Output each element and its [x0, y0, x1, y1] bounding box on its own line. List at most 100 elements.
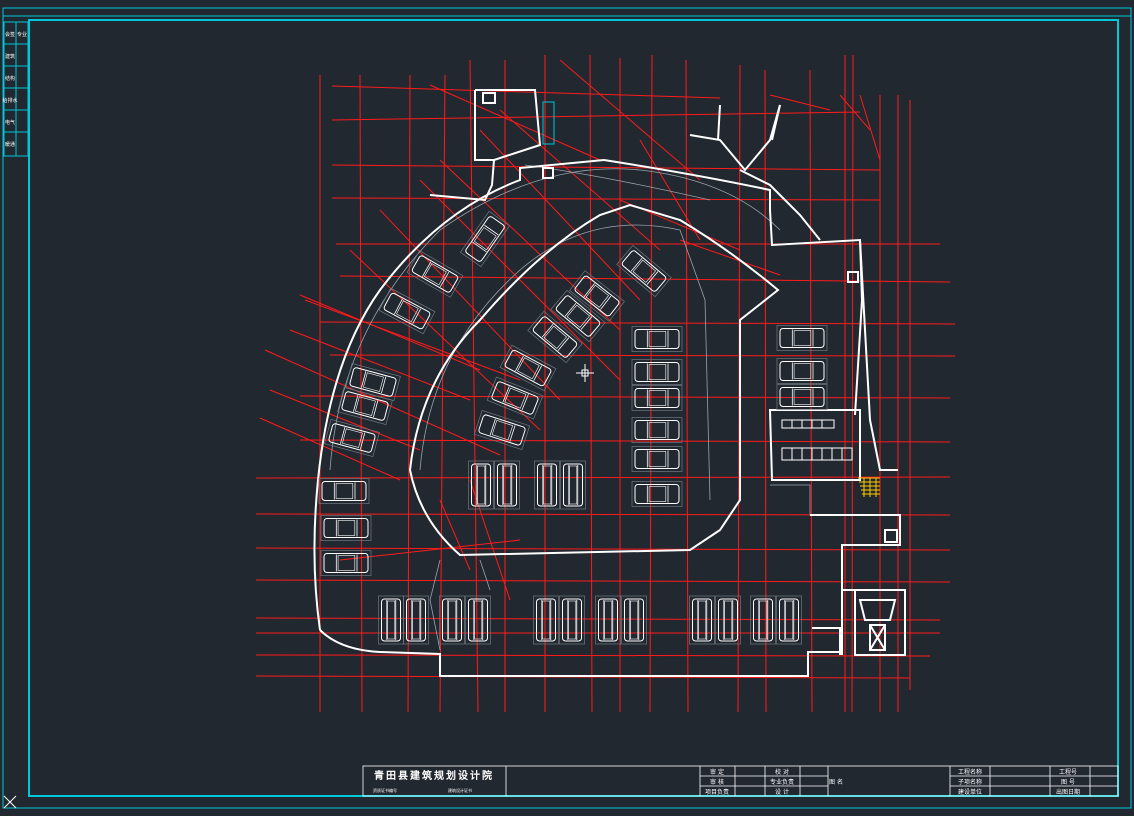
axis-line — [331, 197, 881, 201]
cell-proj-lead: 项目负责 — [705, 788, 729, 796]
axis-line — [851, 54, 854, 713]
parking-car — [337, 387, 393, 425]
axis-line — [559, 59, 701, 181]
parking-car — [459, 210, 511, 268]
parking-car — [320, 550, 372, 576]
stair-hatch — [858, 477, 880, 497]
axis-line — [289, 329, 471, 401]
cell-proj-name: 工程名称 — [958, 768, 982, 776]
axis-line — [255, 579, 951, 583]
sidebar-label-6: 暖通 — [5, 141, 15, 148]
parking-spaces — [318, 210, 828, 645]
parking-car — [533, 595, 559, 645]
axis-line — [379, 209, 561, 401]
axis-line — [259, 417, 401, 481]
cell-approve: 审 定 — [710, 768, 724, 776]
walls — [313, 89, 906, 677]
parking-car — [378, 595, 404, 645]
parking-car — [318, 478, 370, 504]
cell-unit: 建设单位 — [958, 788, 982, 796]
parking-car — [378, 287, 436, 335]
axis-line — [359, 74, 363, 713]
axis-line — [331, 111, 861, 121]
axis-line — [679, 239, 781, 276]
sidebar-label-5: 电气 — [5, 119, 15, 126]
axis-line — [339, 539, 521, 561]
thin-outlines — [329, 164, 900, 651]
sidebar-label-0: 会签 — [5, 31, 15, 38]
sidebar-label-3: 结构 — [5, 75, 15, 82]
axis-line — [639, 139, 701, 241]
axis-line — [349, 249, 541, 431]
cell-sub-name: 子项名称 — [958, 778, 982, 786]
cell-review: 审 核 — [710, 778, 724, 786]
axis-line — [407, 74, 411, 713]
axis-line — [329, 354, 956, 357]
crosshair-cursor — [576, 364, 594, 382]
cell-drawing-no: 图 号 — [1061, 779, 1075, 786]
axis-line — [769, 94, 831, 111]
parking-car — [569, 270, 625, 322]
parking-car — [406, 250, 464, 298]
axis-line — [439, 159, 621, 331]
parking-car — [559, 595, 585, 645]
axis-line — [255, 476, 951, 479]
axis-line — [469, 59, 479, 713]
parking-car — [486, 376, 544, 420]
axis-line — [331, 164, 881, 171]
parking-car — [403, 595, 429, 645]
axis-line — [859, 94, 881, 161]
axis-line — [419, 179, 621, 381]
sidebar-label-2: 建筑 — [5, 53, 15, 60]
axis-line — [685, 59, 689, 713]
parking-car — [560, 460, 586, 510]
cell-check: 校 对 — [775, 768, 789, 776]
parking-car — [439, 595, 465, 645]
sidebar-label-4: 给排水 — [2, 97, 17, 104]
parking-car — [527, 310, 583, 364]
parking-car — [776, 358, 828, 384]
parking-car — [715, 595, 741, 645]
parking-car — [776, 595, 802, 645]
axis-line — [264, 349, 501, 456]
shaft-box — [542, 101, 555, 145]
axis-line — [255, 654, 931, 657]
parking-car — [631, 417, 683, 443]
parking-car — [631, 326, 683, 352]
service-rooms — [781, 419, 853, 461]
parking-car — [468, 460, 494, 510]
parking-car — [776, 384, 828, 410]
inner-frame — [28, 19, 1119, 797]
parking-car — [689, 595, 715, 645]
cert-line-2: 建筑设计证书 — [448, 787, 472, 793]
parking-car — [631, 481, 683, 507]
parking-car — [631, 359, 683, 385]
parking-car — [465, 595, 491, 645]
parking-car — [616, 244, 672, 298]
parking-car — [534, 460, 560, 510]
ucs-icon — [3, 795, 17, 809]
axis-line — [429, 84, 601, 161]
axis-line — [649, 54, 653, 713]
parking-car — [631, 446, 683, 472]
parking-car — [494, 460, 520, 510]
axis-line — [331, 85, 721, 99]
cell-date: 出图日期 — [1056, 788, 1080, 796]
parking-car — [473, 409, 531, 451]
axis-line — [479, 129, 641, 301]
parking-car — [621, 595, 647, 645]
axis-line — [439, 74, 446, 713]
sidebar-strip: 会签 专业 建筑 结构 给排水 电气 暖通 — [2, 21, 29, 157]
parking-car — [595, 595, 621, 645]
parking-car — [320, 515, 372, 541]
cell-proj-no: 工程号 — [1059, 768, 1077, 776]
axis-line — [499, 109, 661, 251]
cert-line-1: 资质证书编号 — [373, 787, 397, 793]
axis-line — [269, 389, 421, 451]
axis-grid-lines — [255, 54, 956, 713]
axis-line — [255, 547, 951, 551]
parking-car — [750, 595, 776, 645]
parking-car — [631, 385, 683, 411]
